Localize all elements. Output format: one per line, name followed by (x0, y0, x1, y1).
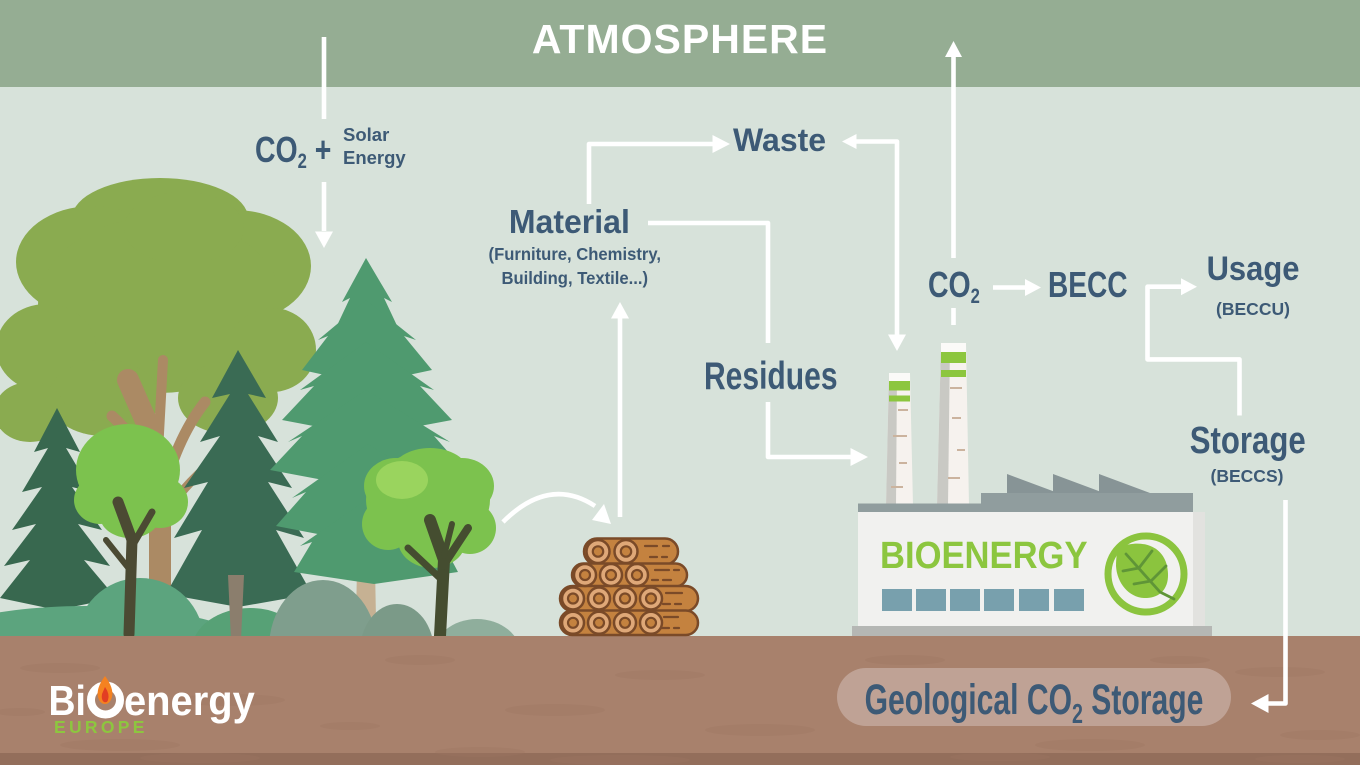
svg-text:energy: energy (124, 677, 255, 724)
svg-text:EUROPE: EUROPE (54, 717, 148, 737)
svg-text:Bi: Bi (49, 678, 86, 724)
